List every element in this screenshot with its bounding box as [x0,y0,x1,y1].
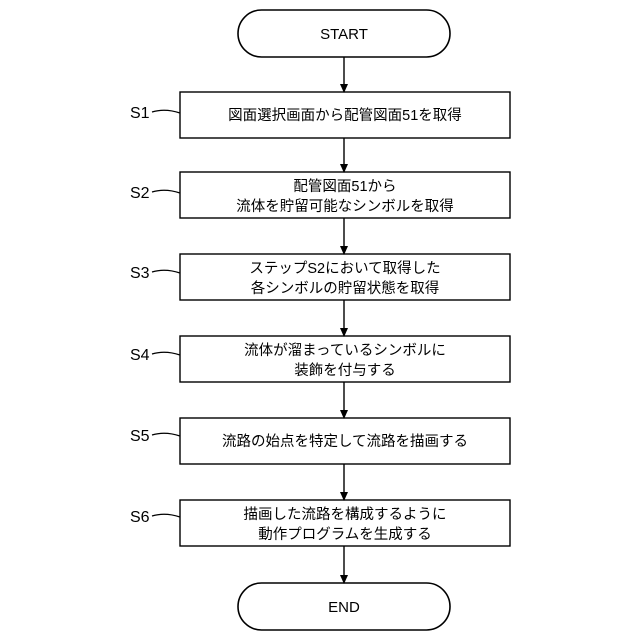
step-s3-id: S3 [130,265,150,282]
end-terminal: END [238,583,450,630]
step-s3: S3 ステップS2において取得した 各シンボルの貯留状態を取得 [130,254,510,300]
step-s4: S4 流体が溜まっているシンボルに 装飾を付与する [130,336,510,382]
step-s4-line-2: 装飾を付与する [294,362,396,379]
step-s1-id: S1 [130,105,150,122]
step-s5-leader [152,433,180,436]
step-s2-line-1: 配管図面51から [293,178,396,195]
step-s2-leader [152,190,180,193]
step-s1: S1 図面選択画面から配管図面51を取得 [130,92,510,138]
end-label: END [328,599,360,616]
step-s3-line-2: 各シンボルの貯留状態を取得 [251,280,440,297]
step-s6-line-1: 描画した流路を構成するように [244,506,447,523]
step-s2-line-2: 流体を貯留可能なシンボルを取得 [236,198,454,215]
step-s4-id: S4 [130,347,150,364]
step-s3-line-1: ステップS2において取得した [249,260,440,277]
step-s1-leader [152,110,180,113]
step-s5: S5 流路の始点を特定して流路を描画する [130,418,510,464]
step-s5-id: S5 [130,428,150,445]
step-s6-leader [152,514,180,517]
step-s3-leader [152,270,180,273]
step-s5-line-1: 流路の始点を特定して流路を描画する [222,433,468,450]
step-s6: S6 描画した流路を構成するように 動作プログラムを生成する [130,500,510,546]
step-s6-id: S6 [130,509,150,526]
step-s4-leader [152,352,180,355]
start-terminal: START [238,10,450,57]
step-s2: S2 配管図面51から 流体を貯留可能なシンボルを取得 [130,172,510,218]
step-s4-line-1: 流体が溜まっているシンボルに [244,342,446,359]
step-s2-id: S2 [130,185,150,202]
start-label: START [320,26,368,43]
step-s6-line-2: 動作プログラムを生成する [258,526,432,543]
step-s1-line-1: 図面選択画面から配管図面51を取得 [228,107,462,124]
